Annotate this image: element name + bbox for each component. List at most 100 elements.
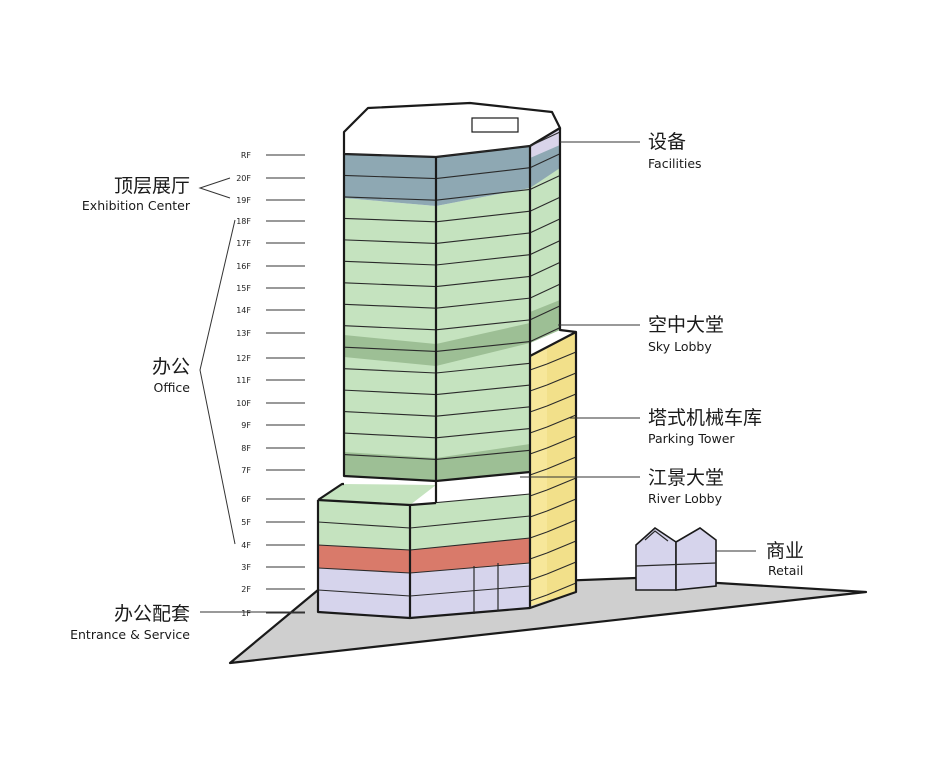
tower-slab-line [435, 384, 531, 396]
parking-slab-line [529, 552, 548, 560]
label-riverlobby-cn: 江景大堂 [648, 467, 724, 489]
parking-slab-line [529, 510, 548, 518]
tower-slab-line [435, 319, 531, 331]
tower-side-slab-line [529, 153, 561, 169]
podium-slab-line [317, 589, 411, 597]
label-exhibition-cn: 顶层展厅 [114, 175, 190, 197]
tower-slab-line [343, 303, 437, 309]
tower-slab-line [435, 449, 531, 460]
label-retail-cn: 商业 [766, 540, 804, 562]
parking-slab-line [529, 531, 548, 539]
parking-slab-line [546, 393, 577, 407]
parking-slab-line [546, 582, 577, 596]
parking-slab-line [546, 519, 577, 533]
label-office-cn: 办公 [152, 356, 190, 378]
parking-slab-line [546, 561, 577, 575]
tower-slab-line [343, 174, 437, 180]
floor-label: 1F [241, 609, 251, 618]
parking-slab-line [529, 594, 548, 602]
tower-slab-line [435, 210, 531, 223]
parking-slab-line [529, 363, 548, 371]
tower-slab-line [435, 145, 531, 158]
parking-slab-line [546, 414, 577, 428]
tower-side-slab-line [529, 196, 561, 212]
tower-slab-line [435, 406, 531, 417]
tower-slab-line [435, 188, 531, 201]
tower-slab-line [343, 411, 437, 417]
floor-label: 20F [236, 174, 251, 183]
tower-side-slab-line [529, 174, 561, 190]
tower-slab-line [343, 325, 437, 331]
label-facilities-cn: 设备 [648, 131, 686, 153]
right-zone-labels: 设备 Facilities 空中大堂 Sky Lobby 塔式机械车库 Park… [648, 131, 804, 578]
floor-label: 7F [241, 466, 251, 475]
tower-slab-line [435, 232, 531, 244]
tower-slab-line [343, 389, 437, 396]
tower-side-slab-line [529, 218, 561, 234]
building-outline [316, 128, 578, 620]
podium-slab-line [317, 567, 411, 574]
tower-side-slab-line [529, 327, 561, 343]
label-retail-en: Retail [768, 563, 803, 578]
label-entrance-en: Entrance & Service [70, 627, 190, 642]
label-skylobby-cn: 空中大堂 [648, 314, 724, 336]
podium-slab-line [409, 585, 531, 597]
floor-label: 11F [236, 376, 251, 385]
left-brackets [198, 177, 305, 613]
floor-label: RF [241, 151, 252, 160]
floor-label: 13F [236, 329, 251, 338]
floor-label: 6F [241, 495, 251, 504]
parking-slab-line [546, 498, 577, 512]
podium-slab-line [317, 544, 411, 551]
floor-label: 5F [241, 518, 251, 527]
tower-side-slab-line [529, 240, 561, 256]
tower-slab-line [343, 453, 437, 460]
tower-slab-line [435, 275, 531, 288]
right-leaders [520, 141, 756, 552]
floor-label: 9F [241, 421, 251, 430]
floor-label: 15F [236, 284, 251, 293]
label-skylobby-en: Sky Lobby [648, 339, 712, 354]
floor-label: 10F [236, 399, 251, 408]
parking-slab-line [529, 447, 548, 455]
floor-labels: RF20F19F18F17F16F15F14F13F12F11F10F9F8F7… [236, 151, 305, 618]
label-entrance-cn: 办公配套 [114, 603, 190, 625]
parking-slab-line [546, 540, 577, 554]
tower-side-slab-line [529, 283, 561, 299]
tower-side-slab-line [529, 131, 561, 147]
podium-slab-line [409, 562, 531, 574]
label-parking-cn: 塔式机械车库 [648, 407, 762, 429]
podium-slab-line [317, 521, 411, 529]
tower-slab-line [343, 239, 437, 244]
floor-label: 16F [236, 262, 251, 271]
parking-slab-line [529, 426, 548, 434]
tower-slab-line [343, 282, 437, 288]
parking-slab-line [529, 405, 548, 413]
tower [342, 101, 562, 481]
floor-slab-lines [317, 131, 577, 602]
label-facilities-en: Facilities [648, 156, 702, 171]
podium-slab-line [409, 537, 531, 551]
parking-slab-line [529, 489, 548, 497]
tower-slab-line [343, 260, 437, 266]
podium [318, 484, 530, 618]
floor-label: 12F [236, 354, 251, 363]
tower-side-slab-line [529, 305, 561, 321]
tower-slab-line [435, 341, 531, 352]
tower-slab-line [435, 427, 531, 439]
label-exhibition-en: Exhibition Center [82, 198, 191, 213]
label-riverlobby-en: River Lobby [648, 491, 723, 506]
tower-slab-line [435, 167, 531, 180]
parking-slab-line [529, 384, 548, 392]
parking-slab-line [546, 456, 577, 470]
floor-label: 4F [241, 541, 251, 550]
floor-label: 2F [241, 585, 251, 594]
label-office-en: Office [154, 380, 191, 395]
podium-slab-line [409, 515, 531, 529]
tower-side-slab-line [529, 261, 561, 277]
parking-slab-line [546, 477, 577, 491]
floor-label: 8F [241, 444, 251, 453]
parking-slab-line [546, 351, 577, 365]
label-parking-en: Parking Tower [648, 431, 735, 446]
